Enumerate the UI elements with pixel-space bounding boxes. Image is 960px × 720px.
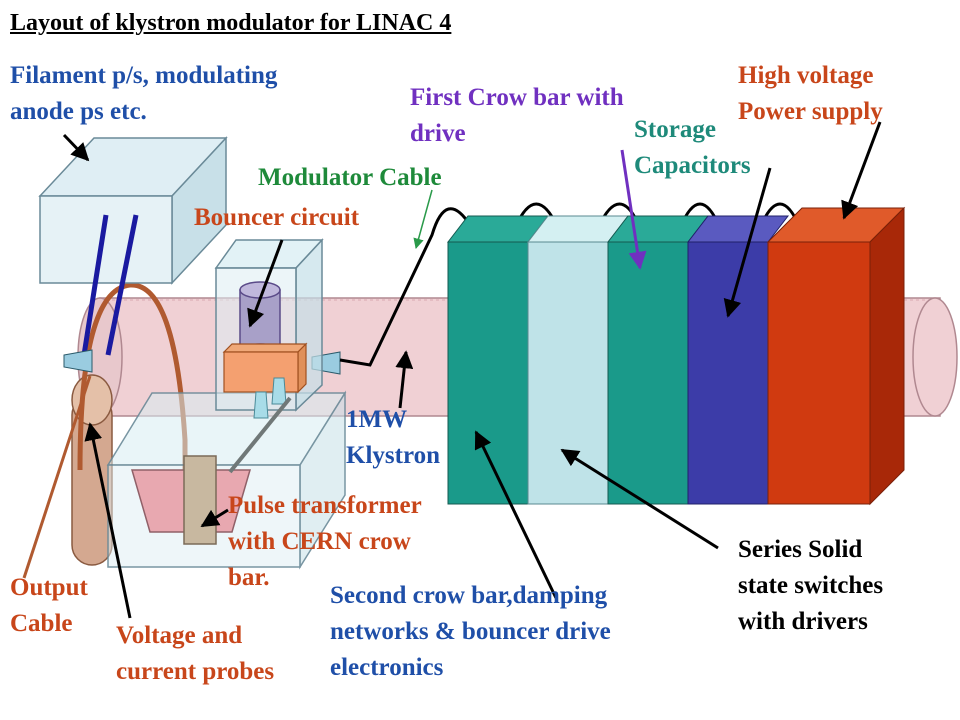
crowbar-bar [183,455,217,545]
transformer-link [228,396,292,474]
label-pulse-transformer: Pulse transformer with CERN crow bar. [228,488,422,596]
arrow-pulse-transformer [200,508,229,528]
arrow-bouncer [247,239,284,328]
label-pulse-line-1: Pulse transformer [228,492,422,519]
arrow-modulator-cable [413,189,433,250]
label-probes-line-1: Voltage and [116,622,243,649]
module-dark-blue [686,215,790,505]
bouncer-leg-1 [253,391,269,419]
label-filament-line-1: Filament p/s, modulating [10,62,278,89]
bouncer-leg-2 [271,377,287,405]
arrow-filament [62,133,90,162]
label-storage-capacitors: Storage Capacitors [634,112,751,184]
label-filament: Filament p/s, modulating anode ps etc. [10,58,277,130]
label-second-line-3: electronics [330,654,444,681]
output-cable-arc [77,282,188,471]
arrow-second-crowbar [474,430,558,599]
label-pulse-line-3: bar. [228,564,270,591]
left-connector [63,349,93,373]
label-modulator-cable: Modulator Cable [258,160,442,196]
label-hv-line-2: Power supply [738,98,883,125]
label-bouncer-circuit: Bouncer circuit [194,200,359,236]
label-series-switches: Series Solid state switches with drivers [738,532,883,640]
label-klystron: 1MW Klystron [346,402,440,474]
arrow-output-cable [22,375,92,579]
label-output-line-1: Output [10,574,88,601]
bouncer-orange-block [222,342,308,394]
arrow-first-crowbar [620,149,647,270]
label-bouncer-line-1: Bouncer circuit [194,204,360,231]
module-teal-2 [606,215,710,505]
arrow-storage-capacitors [723,167,772,318]
label-first-crowbar: First Crow bar with drive [410,80,624,152]
label-output-cable: Output Cable [10,570,88,642]
label-first-crowbar-line-2: drive [410,120,466,147]
module-hv-supply [766,206,906,506]
label-second-crowbar: Second crow bar,damping networks & bounc… [330,578,611,686]
label-storage-line-1: Storage [634,116,716,143]
label-series-line-2: state switches [738,572,884,599]
arrow-hv-supply [841,121,882,220]
label-hv-power-supply: High voltage Power supply [738,58,883,130]
arrow-probes [84,422,132,619]
label-filament-line-2: anode ps etc. [10,98,147,125]
label-output-line-2: Cable [10,610,73,637]
diagram-title: Layout of klystron modulator for LINAC 4 [10,10,452,36]
label-second-line-1: Second crow bar,damping [330,582,608,609]
label-pulse-line-2: with CERN crow [228,528,411,555]
arrow-klystron [395,350,414,409]
label-first-crowbar-line-1: First Crow bar with [410,84,624,111]
filament-wire-1 [81,214,109,356]
filament-wire-2 [105,214,139,356]
label-series-line-3: with drivers [738,608,868,635]
label-modulator-line-1: Modulator Cable [258,164,442,191]
label-probes: Voltage and current probes [116,618,274,690]
label-hv-line-1: High voltage [738,62,874,89]
label-series-line-1: Series Solid [738,536,863,563]
label-klystron-line-1: 1MW [346,406,408,433]
label-second-line-2: networks & bouncer drive [330,618,611,645]
label-storage-line-2: Capacitors [634,152,751,179]
label-probes-line-2: current probes [116,658,275,685]
arrow-series-switches [560,448,719,550]
label-klystron-line-2: Klystron [346,442,440,469]
modulator-cable-line [339,207,472,367]
